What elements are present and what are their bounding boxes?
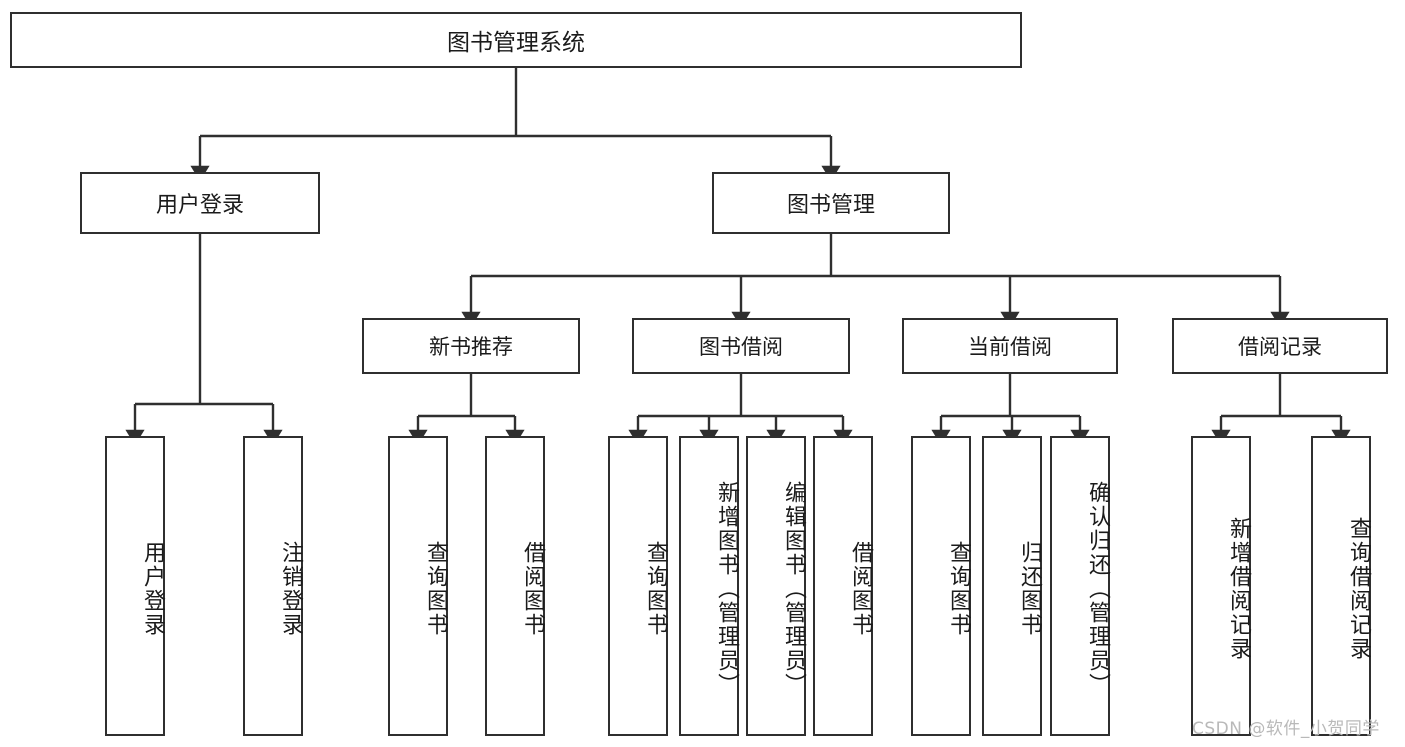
node-user-login-leaf-label: 用户登录 (140, 541, 165, 637)
node-logout-leaf-label: 注销登录 (278, 541, 303, 637)
node-add-borrow-record-label: 新增借阅记录 (1226, 517, 1251, 661)
node-user-login-leaf[interactable]: 用户登录 (105, 436, 165, 736)
node-edit-book-admin-label: 编辑图书（管理员） (781, 481, 806, 697)
node-new-book-recommend-label: 新书推荐 (429, 335, 513, 359)
node-query-book-current[interactable]: 查询图书 (911, 436, 971, 736)
node-user-login[interactable]: 用户登录 (80, 172, 320, 234)
node-query-book-borrow-label: 查询图书 (643, 541, 668, 637)
node-query-book-current-label: 查询图书 (946, 541, 971, 637)
node-book-borrow[interactable]: 图书借阅 (632, 318, 850, 374)
node-confirm-return-admin-label: 确认归还（管理员） (1085, 481, 1110, 697)
node-current-borrow-label: 当前借阅 (968, 335, 1052, 359)
node-root[interactable]: 图书管理系统 (10, 12, 1022, 68)
node-add-book-admin[interactable]: 新增图书（管理员） (679, 436, 739, 736)
node-borrow-record-label: 借阅记录 (1238, 335, 1322, 359)
node-borrow-record[interactable]: 借阅记录 (1172, 318, 1388, 374)
node-borrow-book-leaf[interactable]: 借阅图书 (813, 436, 873, 736)
node-current-borrow[interactable]: 当前借阅 (902, 318, 1118, 374)
node-logout-leaf[interactable]: 注销登录 (243, 436, 303, 736)
node-query-book-rec-label: 查询图书 (423, 541, 448, 637)
node-query-book-borrow[interactable]: 查询图书 (608, 436, 668, 736)
node-query-borrow-record-label: 查询借阅记录 (1346, 517, 1371, 661)
node-borrow-book-rec-label: 借阅图书 (520, 541, 545, 637)
node-root-label: 图书管理系统 (447, 30, 585, 56)
node-add-book-admin-label: 新增图书（管理员） (714, 481, 739, 697)
node-book-borrow-label: 图书借阅 (699, 335, 783, 359)
node-user-login-label: 用户登录 (155, 193, 244, 218)
node-confirm-return-admin[interactable]: 确认归还（管理员） (1050, 436, 1110, 736)
csdn-watermark: CSDN @软件_小贺同学 (1192, 719, 1380, 739)
node-query-borrow-record[interactable]: 查询借阅记录 (1311, 436, 1371, 736)
node-return-book[interactable]: 归还图书 (982, 436, 1042, 736)
node-return-book-label: 归还图书 (1017, 541, 1042, 637)
node-book-management-label: 图书管理 (786, 193, 875, 218)
node-borrow-book-rec[interactable]: 借阅图书 (485, 436, 545, 736)
node-query-book-rec[interactable]: 查询图书 (388, 436, 448, 736)
node-edit-book-admin[interactable]: 编辑图书（管理员） (746, 436, 806, 736)
node-add-borrow-record[interactable]: 新增借阅记录 (1191, 436, 1251, 736)
node-book-management[interactable]: 图书管理 (712, 172, 950, 234)
node-borrow-book-leaf-label: 借阅图书 (848, 541, 873, 637)
node-new-book-recommend[interactable]: 新书推荐 (362, 318, 580, 374)
